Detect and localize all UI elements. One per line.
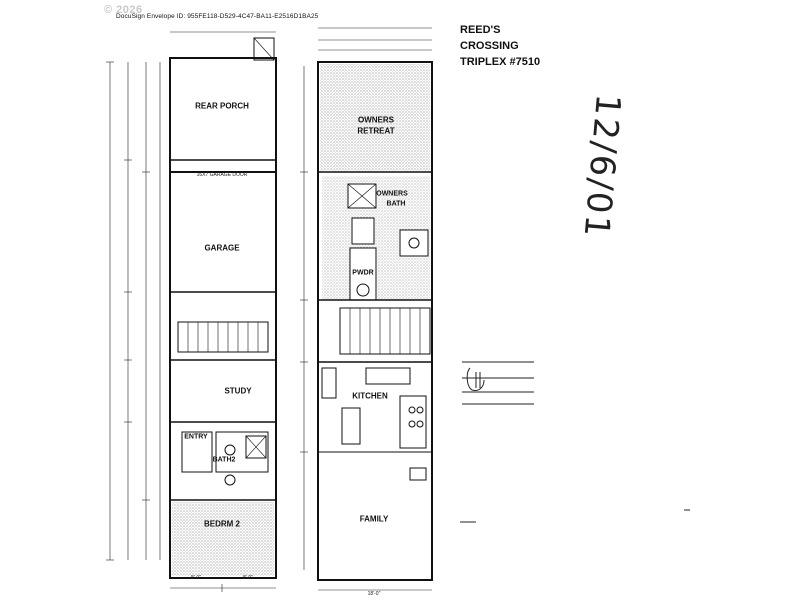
- right-outer-wall: [317, 61, 433, 581]
- dim-bedrm-left: 8'-0": [191, 575, 201, 581]
- title-line-2: CROSSING: [460, 40, 519, 52]
- room-study: STUDY: [224, 386, 252, 396]
- room-owners-retreat-line1: OWNERS: [358, 115, 394, 125]
- room-bedrm2: BEDRM 2: [203, 519, 241, 529]
- docusign-envelope-id: DocuSign Envelope ID: 955FE118-D529-4C47…: [116, 13, 319, 20]
- room-owners-bath-line1: OWNERS: [376, 190, 408, 198]
- left-dimension-lines: [106, 31, 276, 592]
- left-outer-wall: [169, 57, 277, 579]
- room-family: FAMILY: [359, 514, 389, 524]
- dim-garage-door: 16X7 GARAGE DOOR: [196, 172, 248, 178]
- room-pwdr: PWDR: [352, 269, 374, 277]
- right-floor-plan: [317, 61, 433, 581]
- room-owners-retreat-line2: RETREAT: [357, 126, 395, 136]
- room-garage: GARAGE: [204, 243, 240, 253]
- room-kitchen: KITCHEN: [352, 391, 388, 401]
- stair-right: [339, 307, 431, 355]
- room-entry: ENTRY: [184, 433, 208, 441]
- dim-bedrm-right: 8'-0": [243, 575, 253, 581]
- room-bath2: BATH2: [212, 456, 236, 464]
- title-line-1: REED'S: [460, 24, 501, 36]
- plan-title: REED'S CROSSING TRIPLEX #7510: [460, 22, 540, 70]
- copyright-watermark: © 2026: [104, 4, 143, 16]
- left-floor-plan: [169, 37, 277, 579]
- title-line-3: TRIPLEX #7510: [460, 56, 541, 68]
- dim-family-width: 18'-0": [367, 591, 381, 597]
- room-owners-bath-line2: BATH: [386, 200, 406, 208]
- room-rear-porch: REAR PORCH: [195, 101, 249, 111]
- signature-mark: [460, 361, 690, 523]
- right-dimension-lines: [300, 27, 432, 591]
- stair-left: [177, 321, 269, 353]
